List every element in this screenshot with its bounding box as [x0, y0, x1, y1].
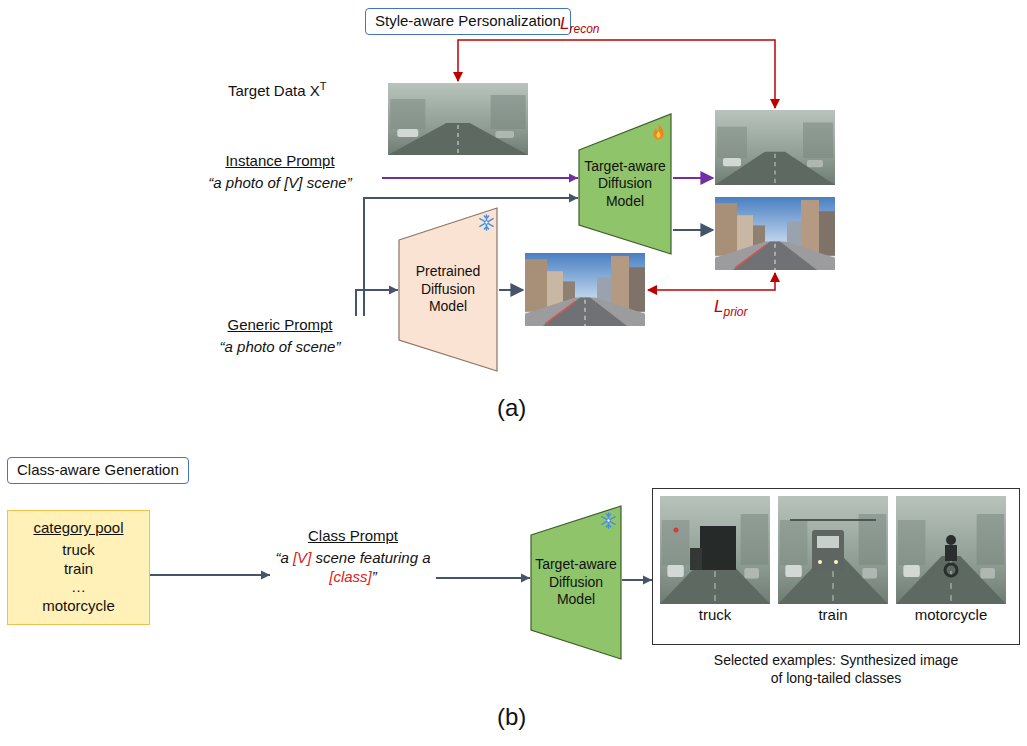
- text-run: [V]: [293, 549, 311, 566]
- text-run: scene featuring a: [311, 549, 430, 566]
- text-heading: Class Prompt: [308, 527, 398, 546]
- connector-arrow: [436, 574, 530, 583]
- trapezoid-outline: [579, 114, 671, 254]
- label-group: (a): [497, 393, 526, 423]
- trapezoid-outline: [531, 506, 621, 659]
- text-run: “a: [275, 549, 293, 566]
- label-text: (b): [497, 703, 526, 730]
- label-text: L: [714, 297, 723, 316]
- label-group: Lprior: [714, 296, 747, 320]
- connector-line: [382, 177, 578, 179]
- connector-line: [436, 577, 530, 579]
- text-wrap: Target-aware Diffusion Model: [578, 113, 672, 255]
- target-image: [388, 83, 528, 155]
- text-heading: truck: [699, 606, 732, 625]
- example-panel: truck train motorcycleSelected examples: S…: [652, 488, 1020, 693]
- section-title-box: Style-aware Personalization: [365, 8, 571, 35]
- text-body: Selected examples: Synthesized image of …: [711, 652, 961, 687]
- prompt-block: Instance Prompt “a photo of [V] scene”: [180, 152, 380, 193]
- text-body: train: [64, 560, 93, 579]
- label-group: Target Data XT: [228, 80, 326, 101]
- section-title-box: Class-aware Generation: [7, 457, 189, 484]
- text-wrap: Target-aware Diffusion Model: [530, 505, 622, 660]
- text-body: motorcycle: [42, 597, 115, 616]
- trainable-icon: [653, 124, 663, 139]
- model-trapezoid: Pretrained Diffusion Model: [398, 207, 498, 372]
- text-heading: Generic Prompt: [227, 316, 332, 335]
- connector-arrow: [356, 286, 398, 317]
- text-body: “a [V] scene featuring a [class]”: [272, 549, 434, 587]
- motorcycle-image: [896, 496, 1006, 604]
- subscript: prior: [723, 305, 747, 319]
- text-body: Target-aware Diffusion Model: [582, 158, 668, 211]
- model-trapezoid: Target-aware Diffusion Model: [530, 505, 622, 660]
- text-wrap: Pretrained Diffusion Model: [398, 207, 498, 372]
- label-text: L: [560, 14, 569, 33]
- connector-arrow: [150, 571, 270, 580]
- text-heading: Instance Prompt: [225, 152, 334, 171]
- truck-image: [660, 496, 770, 604]
- label-text: Target Data X: [228, 82, 320, 99]
- frozen-icon: [480, 215, 493, 230]
- scene-images: [388, 83, 1006, 604]
- text-body: “a photo of [V] scene”: [208, 174, 351, 193]
- arrow-head: [261, 571, 270, 580]
- text-body: “a photo of scene”: [220, 338, 341, 357]
- train-image: [778, 496, 888, 604]
- subscript: recon: [569, 22, 599, 36]
- text-body: Pretrained Diffusion Model: [402, 263, 494, 316]
- text-body: truck: [62, 541, 95, 560]
- label-group: Lrecon: [560, 13, 600, 37]
- arrow-head: [643, 576, 652, 585]
- text-heading: category pool: [33, 519, 123, 538]
- text-body: …: [71, 578, 86, 597]
- connector-line: [150, 574, 270, 576]
- arrow-head: [521, 574, 530, 583]
- text-body: Class-aware Generation: [17, 461, 179, 480]
- generated-city-image: [715, 197, 835, 270]
- arrow-head: [569, 194, 578, 203]
- text-body: train: [818, 606, 847, 625]
- pretrained-city-image: [525, 253, 645, 326]
- arrow-head: [389, 286, 398, 295]
- text-run: ”: [372, 568, 377, 585]
- superscript: T: [320, 80, 327, 92]
- trapezoid-outline: [399, 208, 497, 371]
- object-overlays: [674, 520, 958, 576]
- text-body: Target-aware Diffusion Model: [534, 556, 618, 609]
- prompt-block: Generic Prompt “a photo of scene”: [190, 316, 370, 357]
- prompt-block: Class Prompt “a [V] scene featuring a [cl…: [272, 527, 434, 586]
- arrow-head: [569, 174, 578, 183]
- connector-line: [356, 290, 398, 316]
- text-run: [class]: [329, 568, 372, 585]
- model-trapezoid: Target-aware Diffusion Model: [578, 113, 672, 255]
- category-box: category pool trucktrain…motorcycle: [7, 510, 150, 625]
- text-body: motorcycle: [915, 606, 988, 625]
- label-text: (a): [497, 394, 526, 421]
- frozen-icon: [602, 513, 615, 528]
- generated-foggy-image: [715, 110, 835, 185]
- connector-arrow: [382, 174, 578, 183]
- label-group: (b): [497, 702, 526, 732]
- loss-lines: [458, 40, 775, 290]
- text-body: Style-aware Personalization: [375, 12, 561, 31]
- connector-arrow: [622, 576, 652, 585]
